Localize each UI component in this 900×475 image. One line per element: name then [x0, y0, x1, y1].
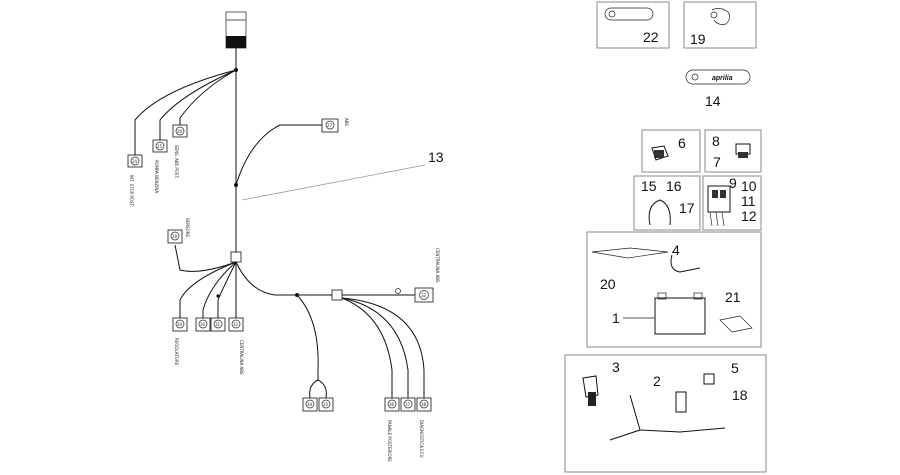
callout-14: 14	[705, 93, 721, 109]
connector-30: 30	[195, 317, 211, 332]
connector-32: 32 CENTRALINA ABS	[228, 317, 244, 375]
callout-6: 6	[678, 135, 686, 151]
svg-text:29: 29	[177, 322, 183, 327]
svg-text:POMPA BENZINA: POMPA BENZINA	[154, 160, 159, 193]
connector-25: 25 POMPA BENZINA	[152, 139, 168, 193]
svg-text:24: 24	[132, 159, 138, 164]
connector-27: 27 ABS	[321, 118, 349, 133]
svg-text:33: 33	[421, 293, 427, 298]
svg-text:ABS: ABS	[344, 118, 349, 126]
svg-text:aprilia: aprilia	[712, 75, 733, 82]
callout-12: 12	[741, 208, 757, 224]
svg-text:28: 28	[172, 234, 178, 239]
part-box-8-7: 8 7	[704, 129, 762, 173]
connector-26: 26 SENS. ABS POST.	[172, 124, 188, 179]
svg-text:25: 25	[157, 144, 163, 149]
callout-11: 11	[741, 193, 756, 209]
svg-text:CENTRALINA ABS: CENTRALINA ABS	[239, 340, 244, 375]
svg-text:34: 34	[307, 402, 313, 407]
svg-text:37: 37	[405, 402, 411, 407]
callout-13: 13	[428, 149, 444, 165]
connector-37: 37	[400, 397, 416, 412]
svg-text:26: 26	[177, 129, 183, 134]
callout-2: 2	[653, 373, 661, 389]
part-box-cables: 3 2 5 18	[564, 354, 767, 473]
callout-15: 15	[641, 178, 657, 194]
svg-text:REGOLATORE: REGOLATORE	[174, 338, 179, 366]
connector-33: 33	[414, 287, 434, 303]
svg-text:35: 35	[323, 402, 329, 407]
svg-text:SENSORE: SENSORE	[185, 218, 190, 238]
svg-text:SENS. ABS POST.: SENS. ABS POST.	[174, 145, 179, 179]
callout-17: 17	[679, 200, 695, 216]
callout-1: 1	[612, 310, 620, 326]
callout-9: 9	[729, 175, 737, 191]
part-box-fuse: 9 10 11 12	[702, 175, 762, 231]
wiring-harness: 24 INT. STOP POST. 25 POMPA BENZINA 26 S…	[127, 11, 444, 462]
svg-text:30: 30	[200, 322, 206, 327]
svg-text:FANALE POSTERIORE: FANALE POSTERIORE	[387, 420, 392, 462]
junction-box-2	[331, 289, 343, 301]
svg-text:CENTRALINA ABS: CENTRALINA ABS	[435, 248, 440, 283]
callout-20: 20	[600, 276, 616, 292]
part-box-battery: 20 4 1 21	[586, 231, 762, 348]
callout-8: 8	[712, 133, 720, 149]
part-box-6: 6	[641, 129, 701, 173]
svg-text:38: 38	[421, 402, 427, 407]
callout-3: 3	[612, 359, 620, 375]
callout-4: 4	[672, 242, 680, 258]
connector-31: 31	[210, 317, 226, 332]
part-box-22: 22	[596, 1, 670, 49]
connector-34: 34	[302, 397, 318, 412]
callout-21: 21	[725, 289, 741, 305]
svg-text:31: 31	[215, 322, 221, 327]
connector-35: 35	[318, 397, 334, 412]
connector-38: 38 DIAGNOSTICA ECU	[416, 397, 432, 457]
callout-22: 22	[643, 29, 659, 45]
svg-text:INT. STOP POST.: INT. STOP POST.	[129, 175, 134, 207]
svg-text:32: 32	[233, 322, 239, 327]
part-box-19: 19	[683, 1, 757, 49]
svg-text:27: 27	[327, 123, 333, 128]
callout-5: 5	[731, 360, 739, 376]
svg-text:36: 36	[389, 402, 395, 407]
callout-18: 18	[732, 387, 748, 403]
connector-36: 36 FANALE POSTERIORE	[384, 397, 400, 462]
callout-19: 19	[690, 31, 706, 47]
callout-10: 10	[741, 178, 757, 194]
main-connector	[225, 11, 247, 49]
callout-7: 7	[713, 154, 721, 170]
connector-28: 28 SENSORE	[167, 218, 190, 244]
part-box-15-17: 15 16 17	[633, 175, 701, 231]
connector-29: 29 REGOLATORE	[172, 317, 188, 366]
svg-text:DIAGNOSTICA ECU: DIAGNOSTICA ECU	[419, 420, 424, 457]
connector-24: 24 INT. STOP POST.	[127, 154, 143, 207]
callout-16: 16	[666, 178, 682, 194]
junction-box	[230, 251, 242, 263]
aprilia-badge: aprilia 14	[685, 69, 751, 109]
